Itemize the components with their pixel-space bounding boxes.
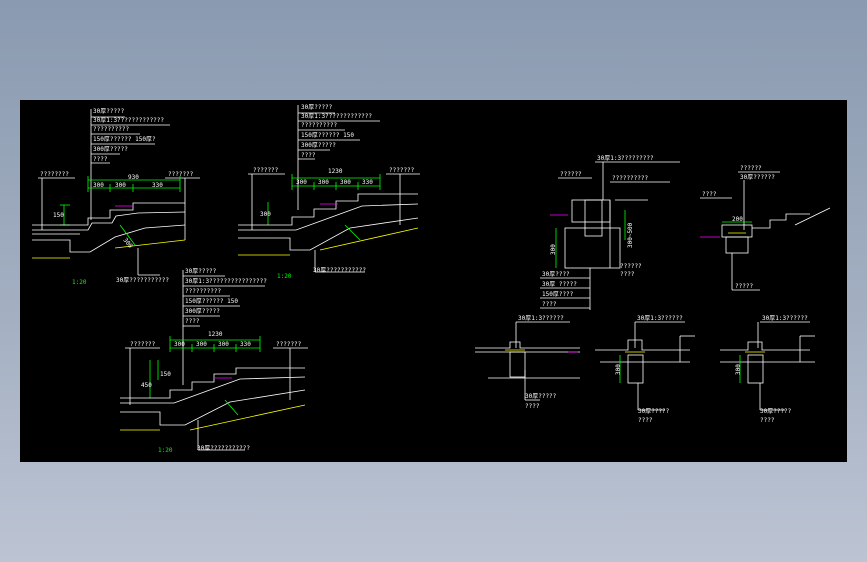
- edge-3-bottom-2: ????: [760, 417, 775, 424]
- stair-detail-1: 30厚????? 30厚1:3????????????? ?????????? …: [32, 108, 200, 286]
- stair-1-label-right: ???????: [168, 171, 194, 178]
- curb-1-dim-h: 300~500: [627, 222, 634, 248]
- stair-3-label-left: ???????: [130, 341, 156, 348]
- note-3-line-3: ??????????: [185, 288, 222, 295]
- edge-detail-1: 30厚1:3?????? 30厚????? ????: [475, 315, 580, 410]
- curb-1-bottom-3: 30厚????: [542, 271, 570, 278]
- stair-1-dim-c: 330: [152, 182, 163, 189]
- stair-3-dim-v1: 450: [141, 382, 152, 389]
- stair-1-dim-v1: 150: [53, 212, 64, 219]
- curb-1-bottom-2: ????: [620, 271, 635, 278]
- note-1-line-1: 30厚?????: [93, 108, 125, 115]
- edge-3-top-note: 30厚1:3??????: [762, 315, 808, 322]
- note-1-line-4: 150厚?????? 150厚?: [93, 136, 156, 143]
- note-block-3: 30厚????? 30厚1:3???????????????? ????????…: [182, 268, 267, 385]
- stair-1-dim-b: 300: [115, 182, 126, 189]
- stair-3-bottom-note: 30厚???????????: [197, 445, 250, 452]
- stair-3-label-right: ???????: [276, 341, 302, 348]
- edge-detail-3: 30厚1:3?????? 300 30厚????? ????: [720, 315, 815, 424]
- curb-1-label-left: ??????: [560, 171, 582, 178]
- stair-2-label-right: ???????: [389, 167, 415, 174]
- note-2-line-4: 150厚?????? 150: [301, 132, 354, 139]
- stair-detail-3: 30厚????? 30厚1:3???????????????? ????????…: [120, 268, 308, 454]
- note-2-line-1: 30厚?????: [301, 104, 333, 111]
- edge-2-top-note: 30厚1:3??????: [637, 315, 683, 322]
- note-block-2: 30厚????? 30厚1:3????????????? ?????????? …: [297, 104, 380, 210]
- note-2-line-3: ??????????: [301, 122, 338, 129]
- note-1-line-2: 30厚1:3?????????????: [93, 117, 164, 124]
- edge-2-dim: 300: [615, 364, 622, 375]
- stair-3-scale: 1:20: [158, 447, 173, 454]
- note-block-1: 30厚????? 30厚1:3????????????? ?????????? …: [90, 108, 170, 220]
- curb-2-dim: 200: [732, 216, 743, 223]
- note-2-line-2: 30厚1:3?????????????: [301, 113, 372, 120]
- curb-1-bottom-4: 30厚 ?????: [542, 281, 577, 288]
- stair-2-label-left: ???????: [253, 167, 279, 174]
- stair-1-dim-total: 930: [128, 174, 139, 181]
- stair-detail-2: 30厚????? 30厚1:3????????????? ?????????? …: [238, 104, 420, 280]
- curb-2-top-note: ??????: [740, 165, 762, 172]
- note-1-line-3: ??????????: [93, 126, 130, 133]
- cad-drawing-canvas: 30厚????? 30厚1:3????????????? ?????????? …: [20, 100, 847, 462]
- note-3-line-1: 30厚?????: [185, 268, 217, 275]
- note-2-line-6: ????: [301, 152, 316, 159]
- curb-1-bottom-6: ????: [542, 301, 557, 308]
- curb-detail-2: ?????? 30厚?????? ???? 200 ?????: [700, 165, 831, 291]
- note-2-line-5: 300厚?????: [301, 142, 336, 149]
- edge-detail-2: 30厚1:3?????? 300 30厚????? ????: [595, 315, 695, 424]
- stair-3-dim-c: 300: [218, 341, 229, 348]
- stair-3-dim-b: 300: [196, 341, 207, 348]
- curb-2-label-left: ????: [702, 191, 717, 198]
- curb-1-note-2: ??????????: [612, 175, 649, 182]
- stair-2-dim-a: 300: [296, 179, 307, 186]
- stair-3-dim-d: 330: [240, 341, 251, 348]
- edge-3-dim: 300: [735, 364, 742, 375]
- edge-2-bottom-1: 30厚?????: [638, 408, 670, 415]
- note-3-line-6: ????: [185, 318, 200, 325]
- stair-1-dim-a: 300: [93, 182, 104, 189]
- stair-2-scale: 1:20: [277, 273, 292, 280]
- curb-1-dim-v: 300: [550, 244, 557, 255]
- stair-2-bottom-note: 30厚???????????: [313, 267, 366, 274]
- edge-1-bottom-1: 30厚?????: [525, 393, 557, 400]
- stair-3-dim-total: 1230: [208, 331, 223, 338]
- note-3-line-5: 300厚?????: [185, 308, 220, 315]
- note-1-line-6: ????: [93, 156, 108, 163]
- edge-2-bottom-2: ????: [638, 417, 653, 424]
- stair-2-dim-c: 300: [340, 179, 351, 186]
- stair-1-dim-v2: 300: [121, 237, 134, 250]
- edge-1-top-note: 30厚1:3??????: [518, 315, 564, 322]
- stair-1-label-left: ????????: [40, 171, 69, 178]
- stair-1-bottom-note: 30厚???????????: [116, 277, 169, 284]
- edge-1-bottom-2: ????: [525, 403, 540, 410]
- note-3-line-2: 30厚1:3????????????????: [185, 278, 267, 285]
- curb-1-bottom-5: 150厚????: [542, 291, 574, 298]
- stair-1-scale: 1:20: [72, 279, 87, 286]
- drawing-sheet: 30厚????? 30厚1:3????????????? ?????????? …: [32, 104, 831, 454]
- stair-2-dim-total: 1230: [328, 168, 343, 175]
- stair-2-dim-d: 330: [362, 179, 373, 186]
- note-1-line-5: 300厚?????: [93, 146, 128, 153]
- curb-detail-1: 30厚1:3????????? ?????????? ?????? 300 30…: [540, 155, 680, 310]
- stair-3-dim-v2: 150: [160, 371, 171, 378]
- curb-1-bottom-1: ??????: [620, 263, 642, 270]
- curb-1-top-note: 30厚1:3?????????: [597, 155, 654, 162]
- note-3-line-4: 150厚?????? 150: [185, 298, 238, 305]
- edge-3-bottom-1: 30厚?????: [760, 408, 792, 415]
- stair-3-dim-a: 300: [174, 341, 185, 348]
- stair-2-dim-b: 300: [318, 179, 329, 186]
- stair-2-dim-v1: 300: [260, 211, 271, 218]
- curb-2-bottom-note: ?????: [735, 283, 753, 290]
- curb-2-sub-note: 30厚??????: [740, 174, 775, 181]
